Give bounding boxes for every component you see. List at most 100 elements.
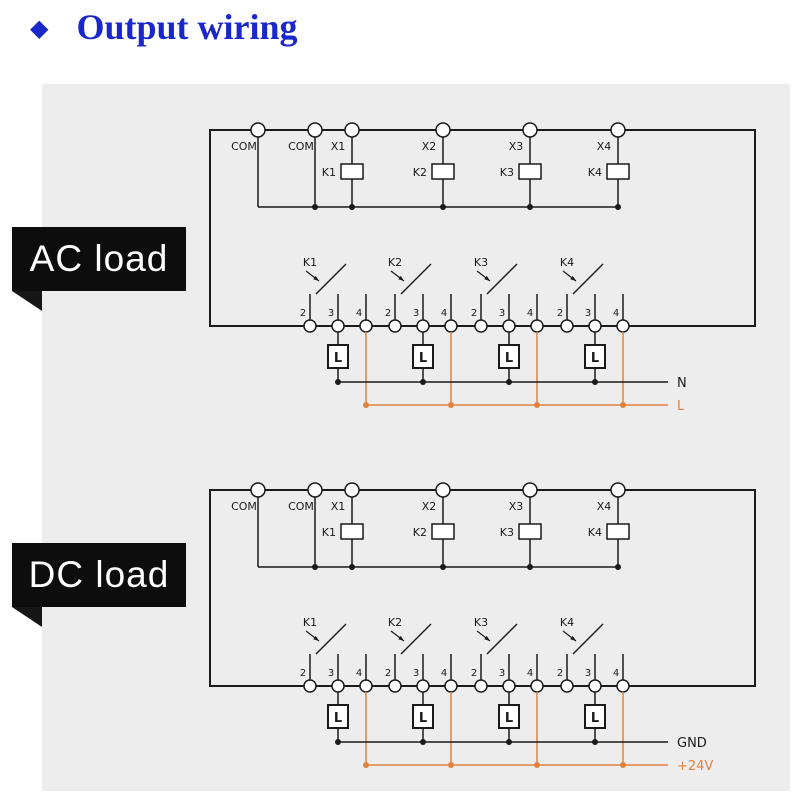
dc-bottom-terminal <box>331 679 345 693</box>
dc-contact-arrow-head <box>484 635 490 641</box>
dc-bottom-terminal <box>416 679 430 693</box>
dc-module-outline <box>209 489 756 687</box>
ac-pin-number: 4 <box>441 308 447 319</box>
ac-contact-label-K1: K1 <box>303 256 317 269</box>
title-text: Output wiring <box>76 7 298 47</box>
ac-top-terminal-4 <box>435 122 451 138</box>
junction-dot <box>440 564 446 570</box>
dc-load-symbol-4: L <box>591 711 599 726</box>
dc-top-terminal-label-4: X2 <box>422 500 437 513</box>
junction-dot <box>312 564 318 570</box>
ac-load-symbol-3: L <box>505 351 513 366</box>
ac-top-terminal-6 <box>610 122 626 138</box>
dc-relay-coil-K3 <box>518 523 542 540</box>
dc-load-symbol-1: L <box>334 711 342 726</box>
dc-pin-number: 4 <box>527 668 533 679</box>
junction-dot <box>349 204 355 210</box>
ac-contact-blade <box>400 263 432 295</box>
dc-pin-number: 3 <box>585 668 591 679</box>
ac-contact-arrow-head <box>313 275 319 281</box>
dc-bottom-terminal <box>388 679 402 693</box>
ac-bottom-terminal <box>502 319 516 333</box>
ac-pin-number: 3 <box>413 308 419 319</box>
ac-top-terminal-3 <box>344 122 360 138</box>
ac-live-line-label: L <box>677 399 685 414</box>
dc-pin-number: 4 <box>441 668 447 679</box>
ac-load-symbol-2: L <box>419 351 427 366</box>
junction-dot <box>349 564 355 570</box>
ac-pin-number: 2 <box>471 308 477 319</box>
dc-pin-number: 3 <box>499 668 505 679</box>
ac-load-label: AC load <box>12 227 186 311</box>
ac-contact-arrow-head <box>484 275 490 281</box>
ac-top-terminal-label-4: X2 <box>422 140 437 153</box>
dc-top-terminal-5 <box>522 482 538 498</box>
ac-relay-coil-K2 <box>431 163 455 180</box>
dc-pin-number: 2 <box>471 668 477 679</box>
page-title: ◆ Output wiring <box>30 7 298 48</box>
ac-pin-number: 4 <box>356 308 362 319</box>
ac-contact-arrow-head <box>398 275 404 281</box>
dc-contact-arrow-head <box>313 635 319 641</box>
dc-coil-label-K1: K1 <box>322 526 336 539</box>
dc-bottom-terminal <box>616 679 630 693</box>
junction-dot <box>615 564 621 570</box>
dc-top-terminal-label-2: COM <box>288 500 314 513</box>
ac-top-terminal-2 <box>307 122 323 138</box>
ac-top-terminal-label-3: X1 <box>331 140 346 153</box>
ac-coil-label-K4: K4 <box>588 166 602 179</box>
ac-bottom-terminal <box>588 319 602 333</box>
diamond-bullet-icon: ◆ <box>30 13 49 42</box>
ac-load-symbol-4: L <box>591 351 599 366</box>
junction-dot <box>527 564 533 570</box>
dc-contact-label-K2: K2 <box>388 616 402 629</box>
dc-neutral-line-label: GND <box>677 736 707 751</box>
dc-top-terminal-1 <box>250 482 266 498</box>
ac-relay-coil-K4 <box>606 163 630 180</box>
ac-pin-number: 2 <box>385 308 391 319</box>
dc-contact-arrow-head <box>398 635 404 641</box>
dc-top-terminal-3 <box>344 482 360 498</box>
dc-load-label: DC load <box>12 543 186 627</box>
ac-relay-coil-K1 <box>340 163 364 180</box>
junction-dot <box>440 204 446 210</box>
ac-coil-label-K2: K2 <box>413 166 427 179</box>
dc-coil-label-K4: K4 <box>588 526 602 539</box>
junction-dot <box>527 204 533 210</box>
ac-contact-blade <box>486 263 518 295</box>
dc-top-terminal-label-1: COM <box>231 500 257 513</box>
ac-top-terminal-label-5: X3 <box>509 140 524 153</box>
dc-load-symbol-3: L <box>505 711 513 726</box>
ac-pin-number: 4 <box>613 308 619 319</box>
dc-load-label-text: DC load <box>28 554 170 595</box>
dc-relay-coil-K4 <box>606 523 630 540</box>
dc-bottom-terminal <box>588 679 602 693</box>
dc-top-terminal-2 <box>307 482 323 498</box>
dc-bottom-terminal <box>530 679 544 693</box>
dc-pin-number: 4 <box>356 668 362 679</box>
dc-bottom-terminal <box>560 679 574 693</box>
ac-contact-label-K3: K3 <box>474 256 488 269</box>
ac-pin-number: 3 <box>328 308 334 319</box>
ac-neutral-line-label: N <box>677 376 687 391</box>
dc-coil-label-K2: K2 <box>413 526 427 539</box>
dc-bottom-terminal <box>444 679 458 693</box>
dc-bottom-terminal <box>359 679 373 693</box>
dc-live-line-label: +24V <box>677 759 713 774</box>
ac-relay-coil-K3 <box>518 163 542 180</box>
dc-top-terminal-label-3: X1 <box>331 500 346 513</box>
ac-top-terminal-label-1: COM <box>231 140 257 153</box>
ac-top-terminal-5 <box>522 122 538 138</box>
ac-pin-number: 3 <box>499 308 505 319</box>
dc-pin-number: 2 <box>557 668 563 679</box>
ac-contact-blade <box>572 263 604 295</box>
ac-bottom-terminal <box>303 319 317 333</box>
dc-top-terminal-6 <box>610 482 626 498</box>
ac-bottom-terminal <box>530 319 544 333</box>
dc-relay-coil-K2 <box>431 523 455 540</box>
dc-contact-blade <box>400 623 432 655</box>
ac-top-terminal-1 <box>250 122 266 138</box>
